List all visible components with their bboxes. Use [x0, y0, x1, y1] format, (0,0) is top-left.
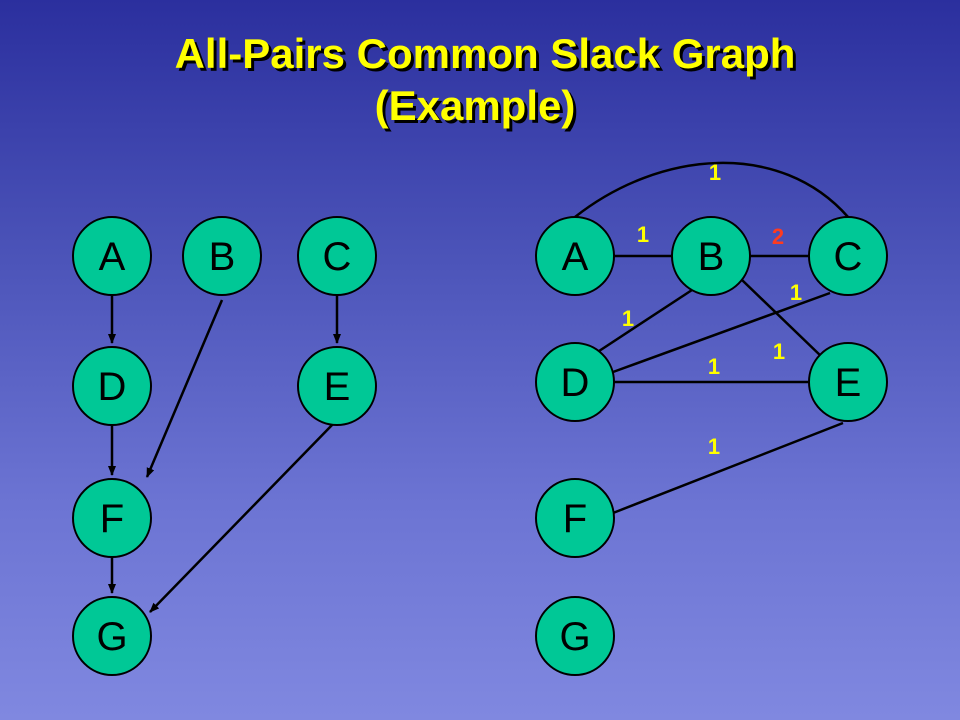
right-node-e: E: [808, 342, 888, 422]
weight-d-e: 1: [708, 354, 720, 379]
weight-e-f: 1: [708, 434, 720, 459]
right-node-d-label: D: [561, 361, 590, 405]
left-node-e-label: E: [324, 365, 351, 409]
right-edge-c-d: [612, 291, 831, 374]
right-node-a-label: A: [562, 235, 589, 279]
weight-b-e: 1: [773, 339, 785, 364]
weight-a-b: 1: [637, 222, 649, 247]
right-node-e-label: E: [835, 361, 862, 405]
left-node-g: G: [72, 596, 152, 676]
right-node-d: D: [535, 342, 615, 422]
slide-title: All-Pairs Common Slack Graph (Example): [0, 28, 960, 132]
left-node-g-label: G: [96, 615, 127, 659]
right-node-b-label: B: [698, 235, 725, 279]
right-edge-a-c: [574, 161, 849, 218]
right-node-c: C: [808, 216, 888, 296]
left-node-b-label: B: [209, 235, 236, 279]
right-node-f-label: F: [563, 497, 587, 541]
right-edge-b-d: [592, 288, 693, 357]
weight-c-d: 1: [790, 280, 802, 305]
right-node-g-label: G: [559, 615, 590, 659]
left-node-d: D: [72, 346, 152, 426]
left-node-c-label: C: [323, 235, 352, 279]
right-edge-e-f: [612, 421, 844, 515]
right-node-b: B: [671, 216, 751, 296]
right-edge-b-e: [741, 279, 824, 359]
left-node-f: F: [72, 478, 152, 558]
title-line-2: (Example): [374, 82, 576, 129]
right-graph: 1 1 2 1 1 1 1 1 A B C D E F: [535, 160, 888, 676]
title-line-1: All-Pairs Common Slack Graph: [174, 30, 796, 77]
right-node-g: G: [535, 596, 615, 676]
left-node-b: B: [182, 216, 262, 296]
left-node-e: E: [297, 346, 377, 426]
weight-b-c: 2: [772, 224, 784, 249]
left-node-d-label: D: [98, 365, 127, 409]
left-edge-b-f: [145, 299, 224, 478]
weight-b-d: 1: [622, 306, 634, 331]
left-node-f-label: F: [100, 497, 124, 541]
left-graph: A B C D E F G: [72, 216, 377, 676]
weight-a-c: 1: [709, 160, 721, 185]
left-node-a-label: A: [99, 235, 126, 279]
left-node-a: A: [72, 216, 152, 296]
right-node-a: A: [535, 216, 615, 296]
right-node-f: F: [535, 478, 615, 558]
left-edge-e-g: [149, 423, 334, 613]
right-node-c-label: C: [834, 235, 863, 279]
left-node-c: C: [297, 216, 377, 296]
